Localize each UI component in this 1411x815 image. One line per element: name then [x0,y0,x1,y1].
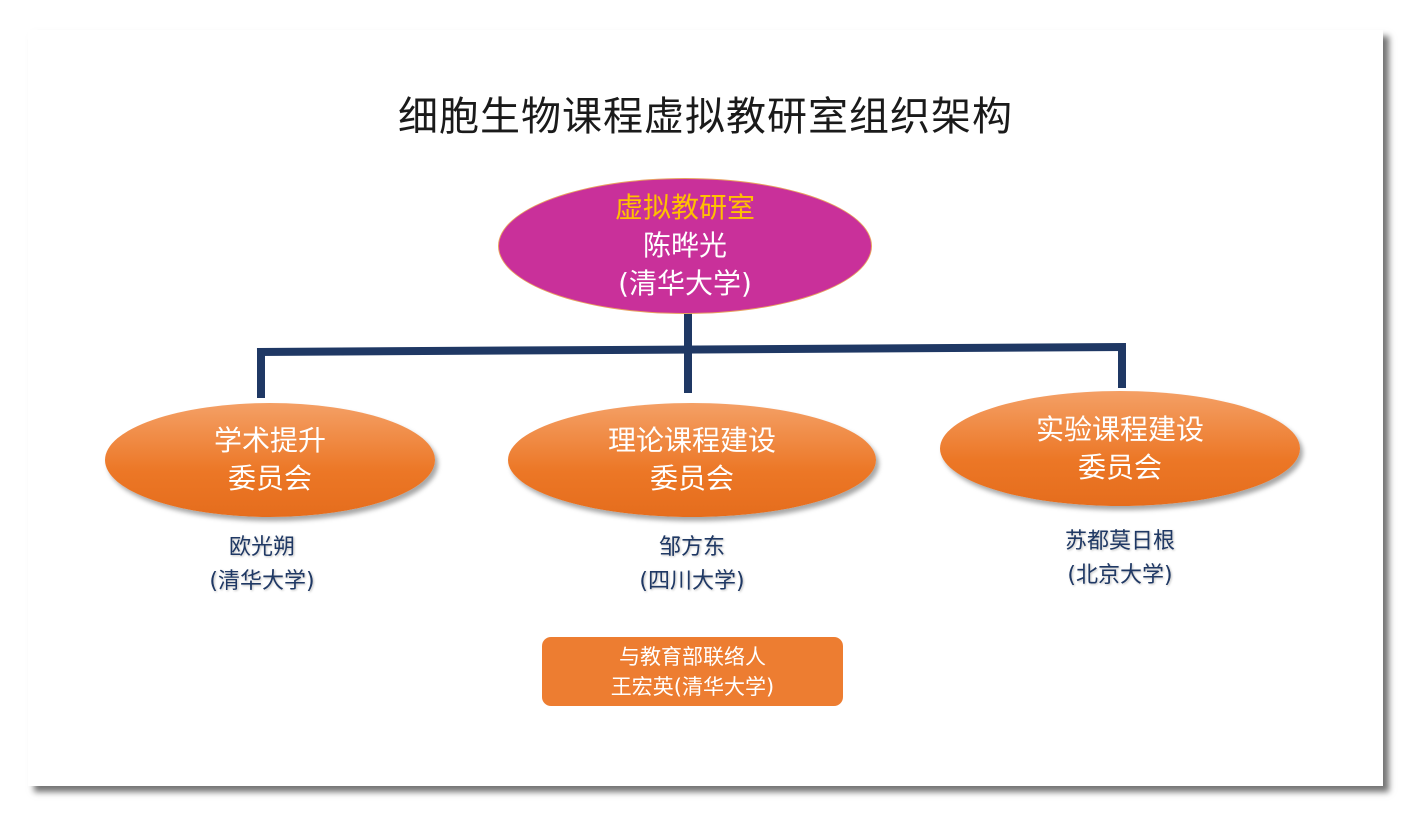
root-node: 虚拟教研室 陈晔光 (清华大学) [498,178,872,314]
person-affiliation: (北京大学) [1067,563,1173,588]
person-affiliation: (清华大学) [209,569,315,594]
root-affiliation: (清华大学) [618,267,752,300]
root-label: 虚拟教研室 [614,191,755,224]
committee-node-theory: 理论课程建设 委员会 [508,403,876,517]
liaison-box: 与教育部联络人 王宏英(清华大学) [542,637,843,706]
committee-head-academic: 欧光朔 (清华大学) [162,531,362,599]
committee-head-theory: 邹方东 (四川大学) [592,531,792,599]
committee-label: 学术提升 [213,424,326,457]
person-name: 邹方东 [658,535,725,560]
liaison-title: 与教育部联络人 [619,644,766,669]
root-person: 陈晔光 [642,229,727,262]
committee-label: 理论课程建设 [607,424,776,457]
committee-node-lab: 实验课程建设 委员会 [940,391,1300,506]
person-name: 欧光朔 [228,535,295,560]
connector-horizontal [256,343,1127,356]
committee-head-lab: 苏都莫日根 (北京大学) [1020,525,1220,593]
committee-label: 委员会 [227,462,312,495]
liaison-person: 王宏英(清华大学) [610,674,775,699]
committee-label: 实验课程建设 [1035,412,1204,446]
committee-label: 委员会 [1077,450,1162,484]
page-title: 细胞生物课程虚拟教研室组织架构 [398,94,1013,140]
committee-label: 委员会 [649,462,734,495]
person-affiliation: (四川大学) [639,569,745,594]
person-name: 苏都莫日根 [1064,529,1175,554]
committee-node-academic: 学术提升 委员会 [105,403,435,517]
